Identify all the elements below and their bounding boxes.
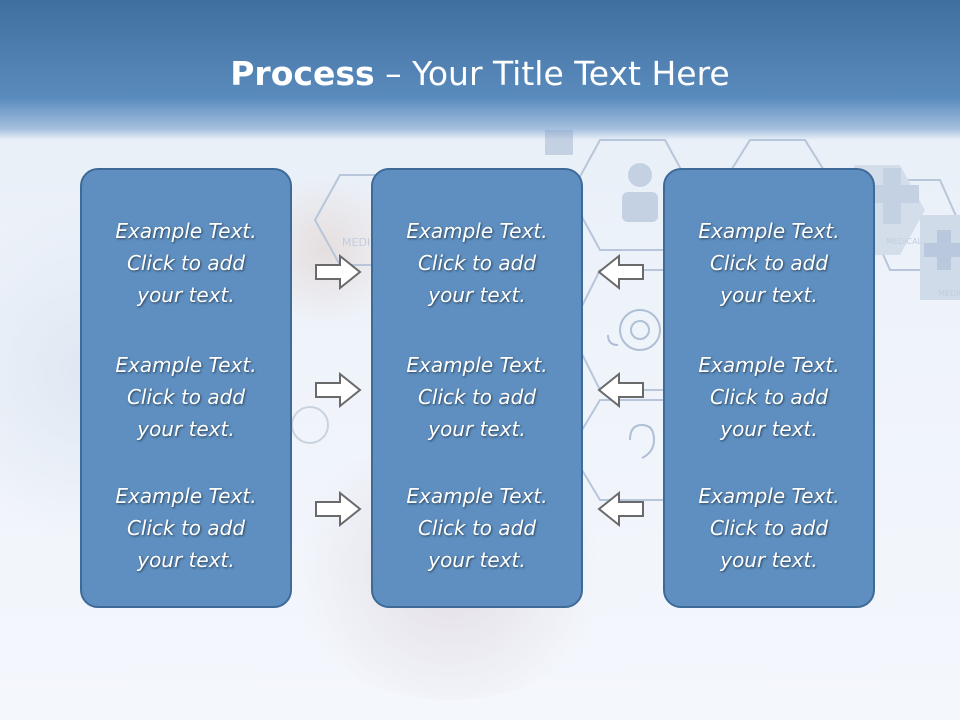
right-arrow-icon[interactable] [314, 254, 362, 290]
text-line: Example Text. [406, 484, 548, 508]
text-block[interactable]: Example Text. Click to add your text. [373, 349, 581, 445]
text-line: your text. [428, 283, 526, 307]
text-line: Click to add [709, 516, 829, 540]
text-line: Click to add [709, 251, 829, 275]
text-block[interactable]: Example Text. Click to add your text. [82, 215, 290, 311]
text-line: your text. [428, 548, 526, 572]
title-rest: – Your Title Text Here [374, 54, 730, 93]
left-arrow-icon[interactable] [597, 254, 645, 290]
left-arrow-icon[interactable] [597, 491, 645, 527]
right-arrow-icon[interactable] [314, 372, 362, 408]
text-line: your text. [428, 417, 526, 441]
text-line: Example Text. [406, 353, 548, 377]
medic-label: MEDIC [342, 236, 378, 249]
text-block[interactable]: Example Text. Click to add your text. [665, 215, 873, 311]
text-line: your text. [137, 417, 235, 441]
process-card-left[interactable]: Example Text. Click to add your text. Ex… [80, 168, 292, 608]
left-arrow-icon[interactable] [597, 372, 645, 408]
text-line: your text. [720, 548, 818, 572]
title-bar [0, 0, 960, 140]
text-line: your text. [720, 283, 818, 307]
text-block[interactable]: Example Text. Click to add your text. [82, 349, 290, 445]
text-line: Example Text. [406, 219, 548, 243]
text-block[interactable]: Example Text. Click to add your text. [373, 480, 581, 576]
text-line: your text. [720, 417, 818, 441]
text-block[interactable]: Example Text. Click to add your text. [665, 480, 873, 576]
text-line: Click to add [709, 385, 829, 409]
text-line: your text. [137, 283, 235, 307]
process-card-right[interactable]: Example Text. Click to add your text. Ex… [663, 168, 875, 608]
text-line: Example Text. [115, 219, 257, 243]
text-line: your text. [137, 548, 235, 572]
text-line: Example Text. [115, 484, 257, 508]
text-line: Example Text. [698, 219, 840, 243]
right-arrow-icon[interactable] [314, 491, 362, 527]
title-bold: Process [230, 54, 375, 93]
text-line: Click to add [126, 251, 246, 275]
text-line: Example Text. [698, 353, 840, 377]
process-card-center[interactable]: Example Text. Click to add your text. Ex… [371, 168, 583, 608]
text-line: Click to add [417, 251, 537, 275]
text-block[interactable]: Example Text. Click to add your text. [665, 349, 873, 445]
page-title[interactable]: Process – Your Title Text Here [0, 52, 960, 96]
text-line: Click to add [126, 516, 246, 540]
svg-text:MEDIC: MEDIC [938, 289, 960, 298]
text-line: Click to add [126, 385, 246, 409]
text-block[interactable]: Example Text. Click to add your text. [82, 480, 290, 576]
text-line: Click to add [417, 516, 537, 540]
text-block[interactable]: Example Text. Click to add your text. [373, 215, 581, 311]
text-line: Click to add [417, 385, 537, 409]
svg-text:MEDICAL: MEDICAL [886, 237, 923, 246]
text-line: Example Text. [115, 353, 257, 377]
text-line: Example Text. [698, 484, 840, 508]
